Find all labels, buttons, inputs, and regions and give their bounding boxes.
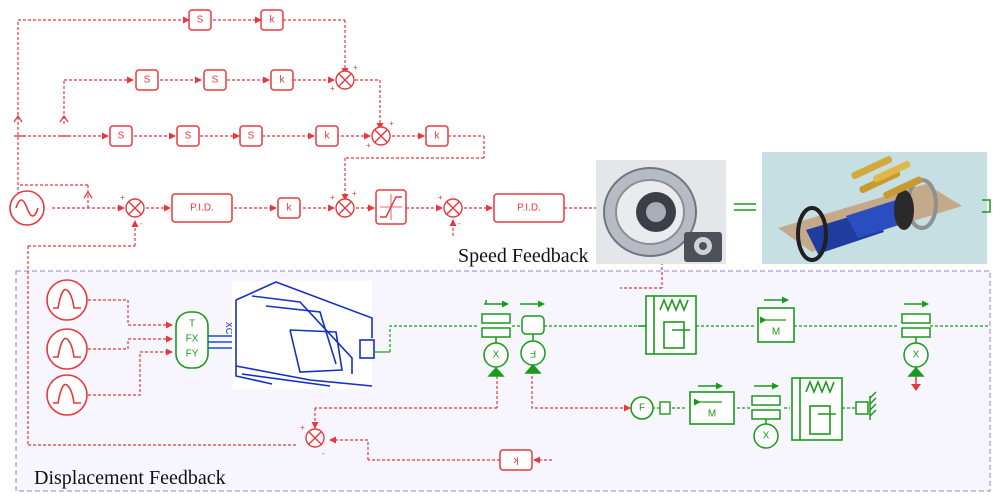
xc-label: XC <box>224 322 234 335</box>
sum-junction-main-3 <box>443 198 463 218</box>
profile-source-2 <box>46 328 88 370</box>
svg-text:+: + <box>389 119 394 128</box>
svg-text:T: T <box>189 319 195 330</box>
main-k-block: k <box>277 197 301 219</box>
row3-k-block-2: k <box>425 125 449 147</box>
green-shaft-coupling <box>734 199 991 213</box>
sign-labels: + + + + + - + + + - + - <box>120 63 461 458</box>
sensor2-label: X <box>913 350 920 361</box>
svg-text:k: k <box>270 15 276 26</box>
feedback-k-block: k <box>499 449 533 471</box>
bearing-photo <box>596 160 726 264</box>
svg-text:-: - <box>458 219 461 228</box>
force-source-label: F <box>639 403 645 414</box>
svg-text:k: k <box>325 131 331 142</box>
svg-text:P.I.D.: P.I.D. <box>517 203 541 214</box>
sum-junction-displacement <box>305 428 325 448</box>
svg-text:S: S <box>212 75 219 86</box>
row2-s-block-1: S <box>135 69 159 91</box>
force-source <box>630 396 654 420</box>
sensor3-label: X <box>763 431 770 442</box>
svg-text:M: M <box>708 409 716 420</box>
profile-source-1 <box>46 279 88 321</box>
speed-feedback-label: Speed Feedback <box>458 245 589 267</box>
row1-k-block: k <box>260 9 284 31</box>
svg-text:k: k <box>287 203 293 214</box>
sensor1-label: X <box>493 350 500 361</box>
row3-s-block-2: S <box>176 125 200 147</box>
svg-text:k: k <box>435 131 441 142</box>
svg-text:S: S <box>248 131 255 142</box>
svg-text:P.I.D.: P.I.D. <box>190 203 214 214</box>
displacement-feedback-label: Displacement Feedback <box>34 467 226 489</box>
sine-source <box>9 190 45 226</box>
svg-text:+: + <box>353 63 358 72</box>
svg-text:M: M <box>772 327 780 338</box>
svg-text:k: k <box>280 75 286 86</box>
load-connectors <box>208 335 234 349</box>
svg-text:+: + <box>366 141 371 150</box>
displacement-sensor-1 <box>481 300 511 377</box>
control-loops <box>17 16 663 464</box>
row1-s-block: S <box>188 9 212 31</box>
svg-text:+: + <box>300 423 305 432</box>
sum-junction-main-2 <box>335 198 355 218</box>
row3-s-block-1: S <box>109 125 133 147</box>
mass-block-1: M <box>757 296 795 343</box>
svg-text:S: S <box>185 131 192 142</box>
mechanical-links <box>389 325 988 412</box>
row3-s-block-3: S <box>239 125 263 147</box>
profile-source-links <box>88 299 173 396</box>
sum-junction-main-1 <box>125 198 145 218</box>
svg-text:-: - <box>140 219 143 228</box>
svg-text:+: + <box>438 193 443 202</box>
svg-text:+: + <box>330 84 335 93</box>
svg-text:-: - <box>322 449 325 458</box>
force-sensor-label: F <box>530 348 536 359</box>
pid-controller-2: P.I.D. <box>493 193 565 223</box>
row2-s-block-2: S <box>203 69 227 91</box>
svg-text:FY: FY <box>186 349 199 360</box>
pid-controller-1: P.I.D. <box>171 193 233 223</box>
machine-tool-drawing <box>232 281 375 389</box>
motor-photo <box>762 152 987 264</box>
force-sensor <box>520 300 546 374</box>
svg-text:+: + <box>330 193 335 202</box>
mass-block-2: M <box>659 382 735 425</box>
svg-text:+: + <box>352 189 357 198</box>
row2-k-block: k <box>270 69 294 91</box>
saturation-block <box>375 189 407 225</box>
svg-text:S: S <box>144 75 151 86</box>
spring-damper-2 <box>791 377 843 441</box>
sum-junction-row1 <box>335 70 355 90</box>
load-input-block: T FX FY <box>175 311 209 369</box>
svg-text:k: k <box>513 455 519 466</box>
row3-k-block-1: k <box>315 125 339 147</box>
ground-anchor <box>855 391 877 420</box>
svg-text:S: S <box>118 131 125 142</box>
svg-text:FX: FX <box>186 334 199 345</box>
svg-text:S: S <box>197 15 204 26</box>
junction-points <box>13 114 93 199</box>
displacement-sensor-3 <box>751 382 781 449</box>
spring-damper-1 <box>638 295 697 355</box>
sum-junction-row3 <box>371 126 391 146</box>
svg-text:+: + <box>120 193 125 202</box>
profile-source-3 <box>46 374 88 416</box>
displacement-sensor-2 <box>901 300 931 391</box>
